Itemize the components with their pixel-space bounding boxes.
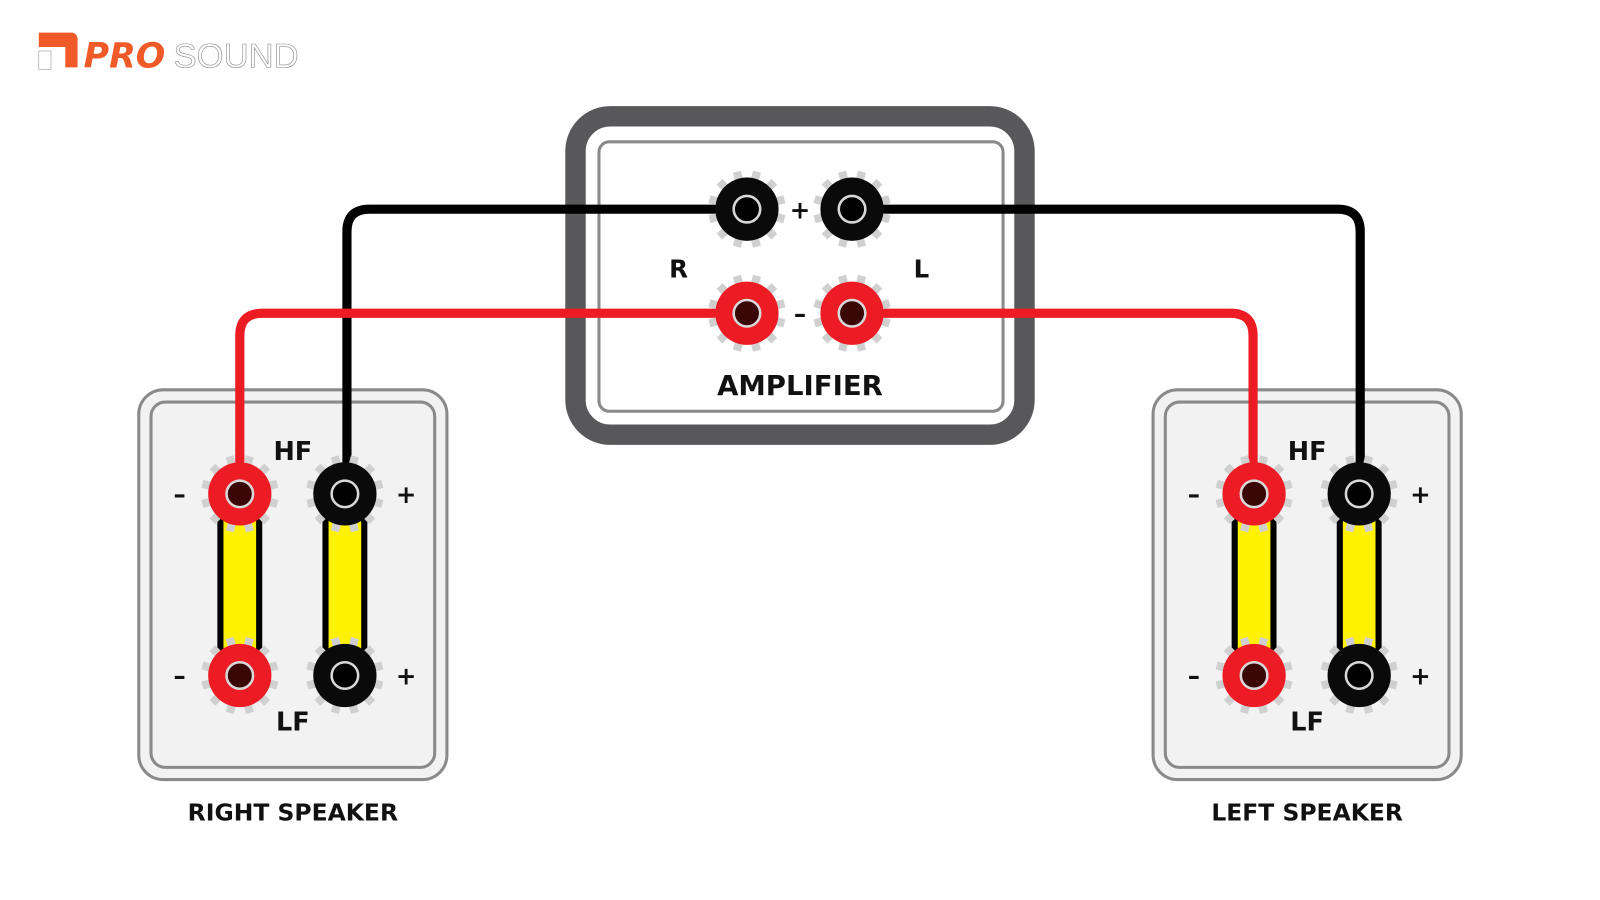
- right-speaker-label: RIGHT SPEAKER: [188, 798, 398, 826]
- right-hf-minus: –: [173, 480, 185, 509]
- amp-left-negative-terminal: [813, 274, 891, 352]
- left-hf-negative-terminal: [1215, 455, 1293, 533]
- wires: [235, 204, 1365, 494]
- left-hf-plus: +: [1410, 480, 1431, 509]
- right-hf-positive-terminal: [306, 455, 384, 533]
- logo-mark-icon: [38, 32, 78, 68]
- right-speaker: HF LF – + – + RIGHT SPEAKER: [137, 388, 449, 826]
- right-lf-negative-terminal: [201, 636, 279, 715]
- jumper-bar: [1336, 512, 1382, 662]
- amp-right-negative-terminal: [708, 274, 786, 352]
- terminals: [201, 170, 1398, 715]
- left-negative-wire: [852, 308, 1258, 494]
- left-lf-label: LF: [1290, 708, 1324, 738]
- left-hf-label: HF: [1288, 437, 1327, 467]
- jumper-bar: [217, 512, 263, 662]
- jumper-bar: [1231, 512, 1277, 662]
- left-hf-positive-terminal: [1320, 455, 1398, 533]
- right-lf-plus: +: [396, 662, 417, 691]
- right-negative-wire: [235, 308, 747, 494]
- amp-plus-label: +: [790, 195, 811, 224]
- left-speaker: HF LF – + – + LEFT SPEAKER: [1151, 388, 1463, 826]
- amp-channel-left-label: L: [914, 255, 930, 284]
- left-lf-negative-terminal: [1215, 636, 1293, 715]
- amp-left-positive-terminal: [813, 170, 891, 248]
- right-positive-wire: [342, 204, 747, 494]
- jumpers: [217, 512, 1382, 662]
- amp-channel-right-label: R: [669, 255, 688, 284]
- left-lf-positive-terminal: [1320, 636, 1398, 715]
- amplifier: R L + – AMPLIFIER: [565, 106, 1035, 445]
- amp-minus-label: –: [794, 299, 806, 328]
- right-lf-label: LF: [276, 708, 310, 738]
- left-lf-plus: +: [1410, 662, 1431, 691]
- left-hf-minus: –: [1188, 480, 1200, 509]
- left-speaker-label: LEFT SPEAKER: [1211, 798, 1403, 826]
- logo-sound-text: SOUND: [173, 37, 298, 75]
- right-hf-plus: +: [396, 480, 417, 509]
- right-lf-minus: –: [173, 662, 185, 691]
- left-lf-minus: –: [1188, 662, 1200, 691]
- right-hf-label: HF: [273, 437, 312, 467]
- logo-pro-text: PRO: [84, 36, 166, 76]
- prosound-logo: PRO SOUND: [38, 32, 299, 76]
- right-hf-negative-terminal: [201, 455, 279, 533]
- amp-label: AMPLIFIER: [717, 370, 883, 402]
- jumper-bar: [322, 512, 368, 662]
- left-positive-wire: [852, 204, 1365, 494]
- right-lf-positive-terminal: [306, 636, 384, 715]
- amp-right-positive-terminal: [708, 170, 786, 248]
